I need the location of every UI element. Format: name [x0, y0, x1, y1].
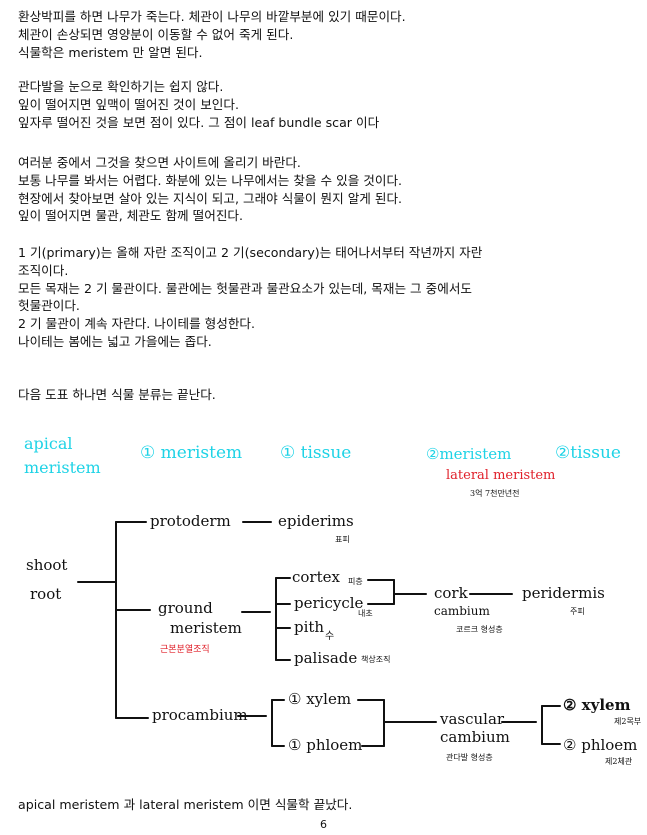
node-epidermis: epiderims [278, 512, 354, 530]
node-primary-xylem: ① xylem [288, 690, 352, 708]
epidermis-note: 표피 [335, 535, 350, 544]
ground-meristem-note: 근본분열조직 [160, 645, 210, 655]
secondary-xylem-note: 제2목부 [614, 717, 642, 726]
header-secondary-meristem: ②meristem [426, 445, 512, 463]
header-primary-tissue: ① tissue [280, 443, 352, 463]
pericycle-note: 내초 [358, 609, 373, 618]
header-line: meristem [24, 458, 101, 477]
node-pericycle: pericycle [294, 594, 364, 612]
paragraph-1: 환상박피를 하면 나무가 죽는다. 체관이 나무의 바깥부분에 있기 때문이다.… [18, 8, 628, 61]
node-line: meristem [170, 619, 242, 637]
node-ground-meristem: ground meristem [158, 598, 242, 638]
vascular-cambium-note: 관다발 형성층 [446, 753, 493, 762]
text-line: 체관이 손상되면 영양분이 이동할 수 없어 죽게 된다. [18, 26, 294, 42]
node-line: ground [158, 599, 213, 617]
paragraph-4: 1 기(primary)는 올해 자란 조직이고 2 기(secondary)는… [18, 244, 628, 351]
text-line: 잎이 떨어지면 물관, 체관도 함께 떨어진다. [18, 208, 243, 224]
pith-note: 수 [325, 631, 335, 642]
footer-text: apical meristem 과 lateral meristem 이면 식물… [18, 797, 353, 812]
text-line: 나이테는 봄에는 넓고 가을에는 좁다. [18, 333, 212, 349]
header-apical-meristem: apical meristem [24, 432, 101, 480]
header-secondary-tissue: ②tissue [555, 443, 621, 463]
node-protoderm: protoderm [150, 512, 231, 530]
header-primary-meristem: ① meristem [140, 443, 243, 463]
text-line: 여러분 중에서 그것을 찾으면 사이트에 올리기 바란다. [18, 155, 301, 170]
node-cortex: cortex [292, 568, 340, 586]
node-secondary-xylem: ② xylem [563, 696, 631, 714]
text-line: 2 기 물관이 계속 자란다. 나이테를 형성한다. [18, 316, 256, 332]
node-shoot: shoot [26, 556, 68, 574]
text-line: 잎자루 떨어진 것을 보면 점이 있다. 그 점이 leaf bundle sc… [18, 114, 380, 130]
cork-cambium-note: 코르크 형성층 [456, 625, 503, 634]
header-line: apical [24, 434, 73, 453]
text-line: 헛물관이다. [18, 298, 80, 314]
node-secondary-phloem: ② phloem [563, 736, 638, 754]
text-line: 환상박피를 하면 나무가 죽는다. 체관이 나무의 바깥부분에 있기 때문이다. [18, 9, 406, 24]
cortex-note: 피층 [348, 577, 363, 586]
secondary-phloem-note: 제2체관 [605, 757, 633, 766]
text-line: 식물학은 meristem 만 알면 된다. [18, 44, 203, 60]
node-cork-cambium: cork cambium [434, 584, 490, 620]
node-pith: pith [294, 618, 325, 636]
node-primary-phloem: ① phloem [288, 736, 363, 754]
node-periderm: peridermis [522, 584, 605, 602]
periderm-note: 주피 [570, 607, 585, 616]
node-line: vascular [440, 710, 505, 728]
text-line: 잎이 떨어지면 잎맥이 떨어진 것이 보인다. [18, 96, 239, 112]
header-lateral-meristem: lateral meristem [446, 468, 556, 483]
paragraph-5: 다음 도표 하나면 식물 분류는 끝난다. [18, 386, 628, 404]
node-line: cambium [434, 604, 490, 618]
lateral-meristem-note: 3억 7천만년전 [470, 489, 520, 498]
paragraph-2: 관다발을 눈으로 확인하기는 쉽지 않다. 잎이 떨어지면 잎맥이 떨어진 것이… [18, 78, 628, 131]
text-line: 1 기(primary)는 올해 자란 조직이고 2 기(secondary)는… [18, 245, 483, 260]
text-line: 보통 나무를 봐서는 어렵다. 화분에 있는 나무에서는 찾을 수 있을 것이다… [18, 172, 403, 188]
node-root: root [30, 585, 62, 603]
text-line: 모든 목재는 2 기 물관이다. 물관에는 헛물관과 물관요소가 있는데, 목재… [18, 280, 472, 296]
node-procambium: procambium [152, 706, 248, 724]
node-palisade: palisade [294, 649, 358, 667]
text-line: 조직이다. [18, 262, 69, 278]
text-line: 현장에서 찾아보면 살아 있는 지식이 되고, 그래야 식물이 뭔지 알게 된다… [18, 190, 403, 206]
node-vascular-cambium: vascular cambium [440, 710, 510, 746]
palisade-note: 책상조직 [361, 655, 391, 664]
node-line: cambium [440, 728, 510, 746]
text-line: 다음 도표 하나면 식물 분류는 끝난다. [18, 387, 216, 402]
page-number: 6 [320, 818, 327, 831]
node-line: cork [434, 584, 468, 602]
paragraph-3: 여러분 중에서 그것을 찾으면 사이트에 올리기 바란다. 보통 나무를 봐서는… [18, 154, 628, 225]
text-line: 관다발을 눈으로 확인하기는 쉽지 않다. [18, 79, 224, 94]
